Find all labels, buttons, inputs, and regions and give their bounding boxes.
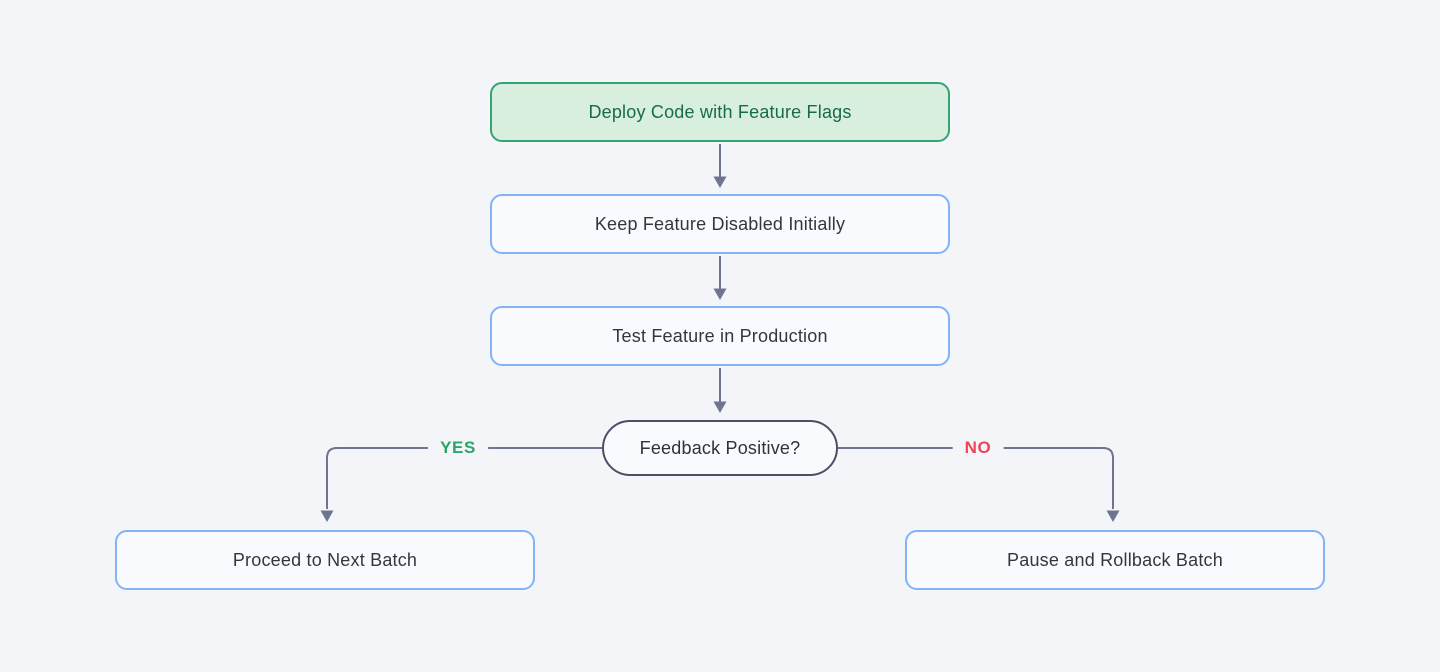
flow-node-deploy-code: Deploy Code with Feature Flags: [490, 82, 950, 142]
flow-node-proceed-next-batch-label: Proceed to Next Batch: [232, 549, 418, 570]
arrowhead-decision-pause: [1106, 510, 1120, 522]
arrowhead-deploy-keep: [713, 176, 727, 188]
flow-node-keep-feature-disabled: Keep Feature Disabled Initially: [490, 194, 950, 254]
flow-node-test-feature-label: Test Feature in Production: [612, 325, 828, 346]
edge-label-yes: YES: [428, 436, 488, 460]
flow-node-test-feature: Test Feature in Production: [490, 306, 950, 366]
flow-node-keep-feature-disabled-label: Keep Feature Disabled Initially: [594, 213, 846, 234]
flow-node-feedback-decision-label: Feedback Positive?: [639, 437, 801, 458]
arrowhead-decision-proceed: [320, 510, 334, 522]
arrowhead-keep-test: [713, 288, 727, 300]
flow-node-proceed-next-batch: Proceed to Next Batch: [115, 530, 535, 590]
flow-node-pause-rollback: Pause and Rollback Batch: [905, 530, 1325, 590]
edge-label-no: NO: [952, 436, 1004, 460]
flow-node-deploy-code-label: Deploy Code with Feature Flags: [588, 101, 852, 122]
flow-node-feedback-decision: Feedback Positive?: [602, 420, 838, 476]
flow-node-pause-rollback-label: Pause and Rollback Batch: [1007, 549, 1223, 570]
arrowhead-test-decision: [713, 401, 727, 413]
